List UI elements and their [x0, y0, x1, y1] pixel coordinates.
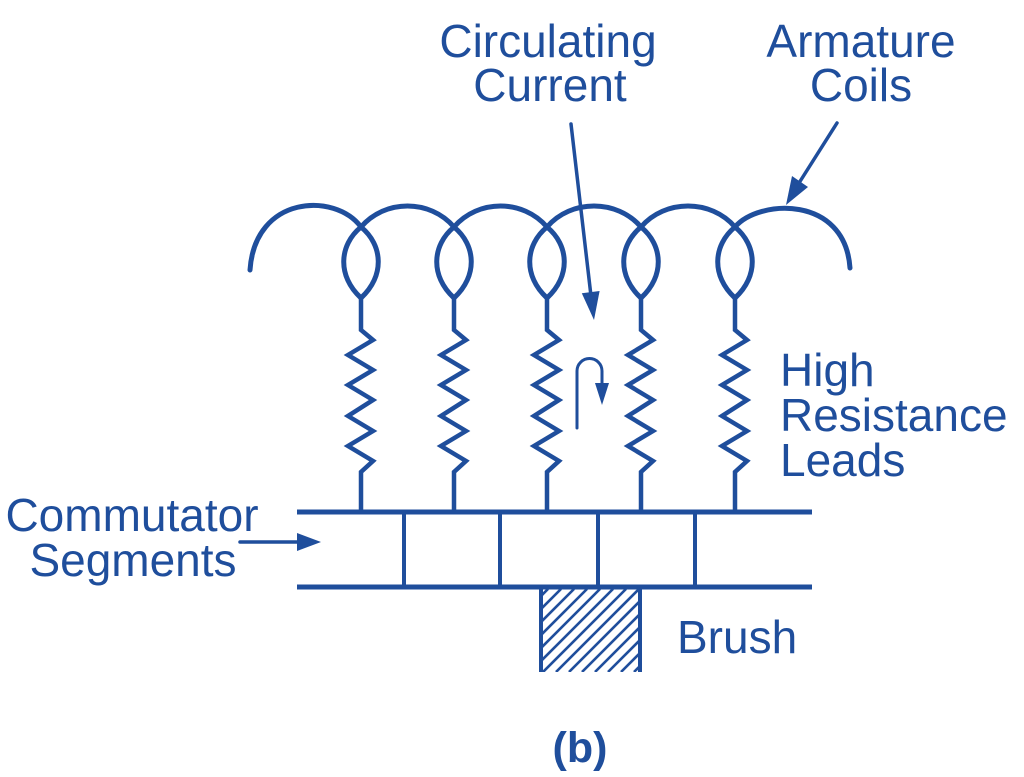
brush-hatch-line	[543, 589, 549, 596]
high-resistance-leads-label-line3: Leads	[780, 434, 905, 486]
brush-hatch-line	[594, 627, 638, 672]
arrow-shaft	[569, 122, 593, 298]
circulating-current-label-line1: Circulating	[439, 15, 656, 67]
high-resistance-lead	[717, 298, 752, 512]
brush	[452, 587, 642, 672]
armature-coils-label-line2: Coils	[810, 59, 912, 111]
armature-coils-label-line1: Armature	[766, 15, 955, 67]
brush-hatch-line	[543, 589, 588, 635]
high-resistance-lead	[343, 298, 378, 512]
arrow-head-icon	[595, 383, 609, 405]
brush-hatch-line	[555, 589, 638, 672]
figure-caption: (b)	[553, 724, 608, 772]
high-resistance-leads	[343, 298, 752, 512]
commutator-segments-label-line2: Segments	[29, 534, 236, 586]
high-resistance-lead	[623, 298, 658, 512]
coil-winding-right-end	[732, 205, 853, 271]
commutator-segments-label-line1: Commutator	[5, 489, 258, 541]
high-resistance-lead	[436, 298, 471, 512]
armature-coil-loop	[621, 224, 661, 301]
armature-coil-loop	[341, 224, 381, 301]
circulating-current-loop-arrow	[575, 357, 609, 430]
brush-hatch-line	[543, 589, 601, 648]
arrow-head-icon	[297, 533, 321, 551]
high-resistance-leads-label-line1: High	[780, 344, 875, 396]
coil-winding-arc	[358, 203, 457, 230]
brush-hatch-line	[607, 640, 638, 672]
brush-hatch-line	[581, 614, 638, 672]
coil-winding-arc	[451, 203, 550, 230]
brush-hatching	[452, 589, 638, 672]
circulating-current-label-line2: Current	[473, 59, 627, 111]
high-resistance-lead	[529, 298, 564, 512]
armature-coil-loop	[715, 224, 755, 301]
brush-hatch-line	[543, 589, 575, 622]
loop-path	[575, 357, 604, 430]
arrow-head-icon	[581, 291, 600, 320]
arrow-head-icon	[786, 176, 808, 205]
armature-coils	[247, 202, 853, 301]
armature-coils-pointer-arrow	[786, 121, 839, 205]
brush-hatch-line	[543, 589, 614, 661]
commutator-segments	[297, 509, 812, 590]
armature-coil-loop	[434, 224, 474, 301]
brush-label: Brush	[677, 611, 797, 663]
brush-hatch-line	[568, 601, 638, 672]
coil-winding-left-end	[247, 202, 364, 273]
arrow-shaft	[797, 121, 839, 185]
brush-hatch-line	[452, 589, 535, 672]
brush-hatch-line	[543, 589, 562, 609]
armature-coil-loop	[527, 224, 567, 301]
coil-winding-arc	[544, 203, 644, 230]
high-resistance-leads-label-line2: Resistance	[780, 389, 1008, 441]
commutator-segments-pointer-arrow	[238, 533, 321, 551]
coil-winding-arc	[638, 203, 738, 230]
circulating-current-pointer-arrow	[569, 122, 600, 320]
brush-hatch-line	[543, 589, 627, 672]
brush-hatch-line	[620, 653, 638, 672]
